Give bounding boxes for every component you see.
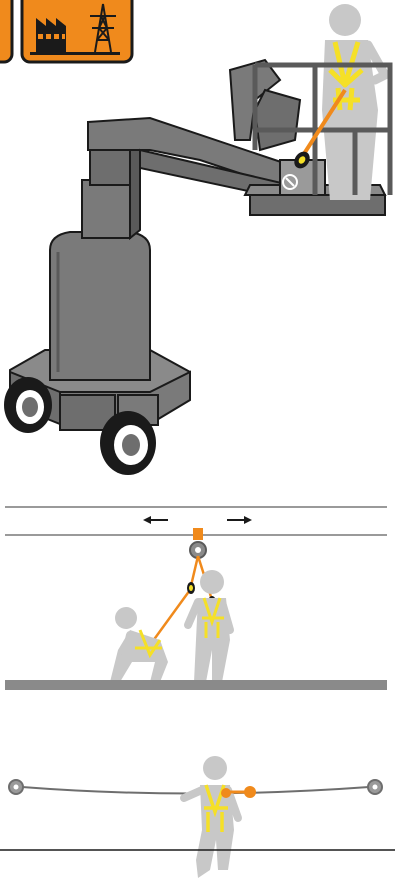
wheel-front-icon: [100, 411, 156, 475]
worker-figure: [322, 4, 392, 200]
lifeline-worker-figure: [180, 756, 242, 878]
basket-guardrail: [252, 62, 393, 195]
restraint-lanyard: [282, 88, 347, 190]
anchor-left-icon: [8, 779, 24, 795]
rail-svg: [5, 506, 387, 690]
factory-pylon-icon: [20, 0, 134, 64]
mewp-illustration: [0, 0, 393, 475]
wheel-rear-icon: [4, 377, 52, 433]
standing-worker-figure: [184, 570, 234, 682]
ground-floor: [5, 680, 387, 690]
arrow-right-icon: [227, 516, 252, 524]
lifeline-svg: [0, 756, 395, 878]
mewp-svg: [0, 0, 393, 475]
rail-trolley-icon: [189, 528, 207, 559]
arrow-left-icon: [143, 516, 168, 524]
lifeline-shuttle-icon: [221, 786, 256, 798]
safety-harness-icon: [328, 41, 364, 111]
anchor-right-icon: [367, 779, 383, 795]
mewp-mast: [49, 133, 151, 381]
horizontal-lifeline-illustration: [0, 740, 395, 878]
badge-left-icon: [0, 0, 14, 64]
kneeling-worker-figure: [110, 607, 168, 682]
overhead-rail-illustration: [0, 490, 395, 705]
